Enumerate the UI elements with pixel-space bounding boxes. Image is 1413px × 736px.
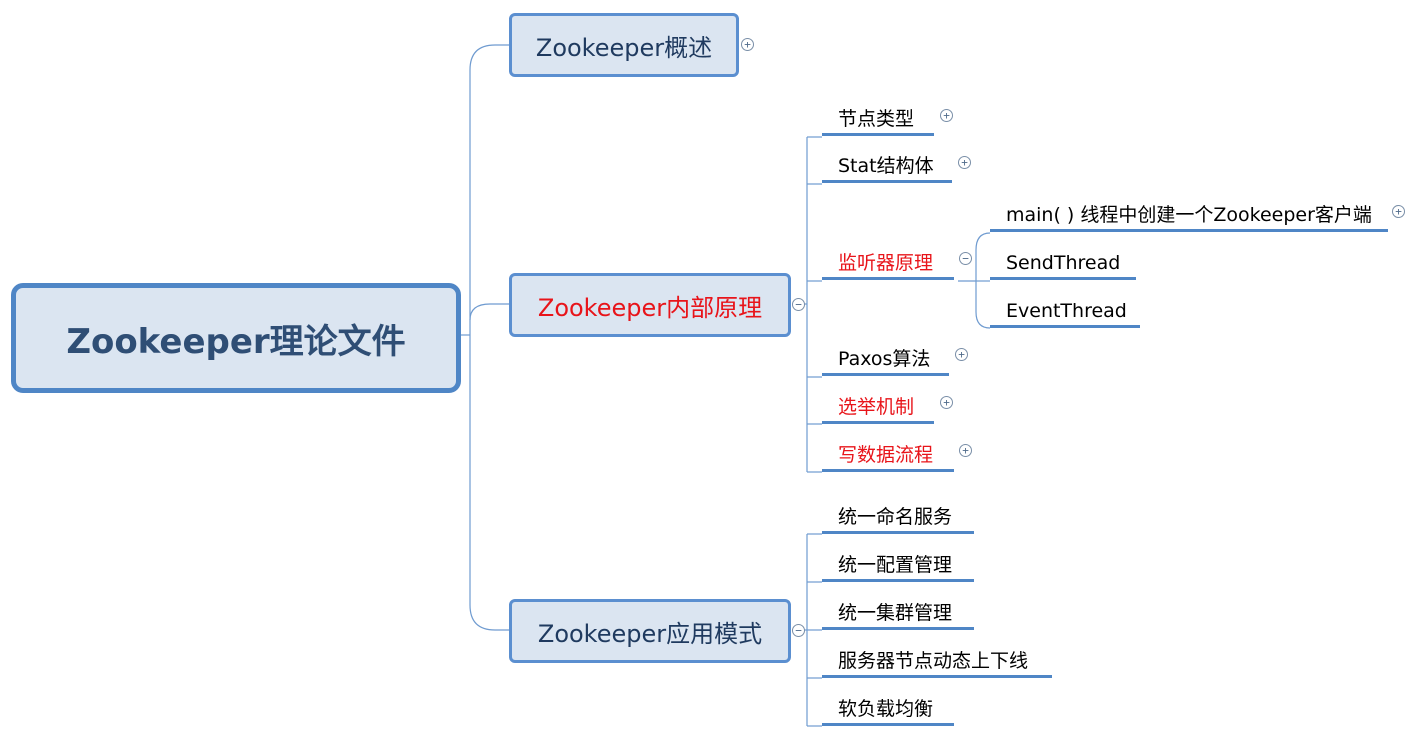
topic-internals[interactable]: Zookeeper内部原理	[509, 273, 791, 337]
topic-applications-label: Zookeeper应用模式	[537, 619, 763, 648]
expand-node-types-plus-circle-icon[interactable]: +	[940, 109, 953, 122]
expand-paxos-plus-circle-icon[interactable]: +	[955, 348, 968, 361]
root-topic[interactable]: Zookeeper理论文件	[11, 283, 461, 393]
topic-dynamic-label: 服务器节点动态上下线	[838, 650, 1029, 672]
topic-send-thread[interactable]: SendThread	[990, 248, 1136, 280]
topic-event-thread-label: EventThread	[1006, 300, 1127, 322]
topic-write-flow-label: 写数据流程	[838, 444, 934, 466]
root-topic-label: Zookeeper理论文件	[66, 321, 406, 362]
topic-main-thread[interactable]: main( ) 线程中创建一个Zookeeper客户端	[990, 200, 1388, 232]
topic-paxos[interactable]: Paxos算法	[822, 344, 949, 376]
topic-config[interactable]: 统一配置管理	[822, 550, 974, 582]
topic-cluster[interactable]: 统一集群管理	[822, 598, 974, 630]
expand-main-thread-plus-circle-icon[interactable]: +	[1392, 205, 1405, 218]
expand-overview-plus-circle-icon[interactable]: +	[741, 38, 754, 51]
collapse-applications-minus-circle-icon[interactable]: −	[792, 624, 805, 637]
topic-paxos-label: Paxos算法	[838, 348, 931, 370]
topic-event-thread[interactable]: EventThread	[990, 296, 1140, 328]
topic-election-label: 选举机制	[838, 396, 915, 418]
collapse-internals-minus-circle-icon[interactable]: −	[792, 298, 805, 311]
topic-send-thread-label: SendThread	[1006, 252, 1121, 274]
topic-election[interactable]: 选举机制	[822, 392, 934, 424]
topic-stat-label: Stat结构体	[838, 155, 934, 177]
topic-naming[interactable]: 统一命名服务	[822, 502, 974, 534]
topic-stat[interactable]: Stat结构体	[822, 151, 952, 183]
topic-overview[interactable]: Zookeeper概述	[509, 13, 739, 77]
topic-naming-label: 统一命名服务	[838, 506, 953, 528]
topic-dynamic[interactable]: 服务器节点动态上下线	[822, 646, 1052, 678]
topic-main-thread-label: main( ) 线程中创建一个Zookeeper客户端	[1006, 204, 1372, 226]
collapse-listener-minus-circle-icon[interactable]: −	[959, 252, 972, 265]
topic-listener-label: 监听器原理	[838, 252, 934, 274]
topic-node-types-label: 节点类型	[838, 108, 915, 130]
expand-write-flow-plus-circle-icon[interactable]: +	[959, 444, 972, 457]
topic-cluster-label: 统一集群管理	[838, 602, 953, 624]
topic-config-label: 统一配置管理	[838, 554, 953, 576]
topic-node-types[interactable]: 节点类型	[822, 104, 934, 136]
expand-election-plus-circle-icon[interactable]: +	[940, 396, 953, 409]
expand-stat-plus-circle-icon[interactable]: +	[958, 156, 971, 169]
topic-applications[interactable]: Zookeeper应用模式	[509, 599, 791, 663]
topic-listener[interactable]: 监听器原理	[822, 248, 954, 280]
topic-write-flow[interactable]: 写数据流程	[822, 440, 954, 472]
topic-load-balance-label: 软负载均衡	[838, 698, 934, 720]
topic-load-balance[interactable]: 软负载均衡	[822, 694, 954, 726]
topic-internals-label: Zookeeper内部原理	[537, 293, 763, 322]
topic-overview-label: Zookeeper概述	[535, 33, 713, 62]
